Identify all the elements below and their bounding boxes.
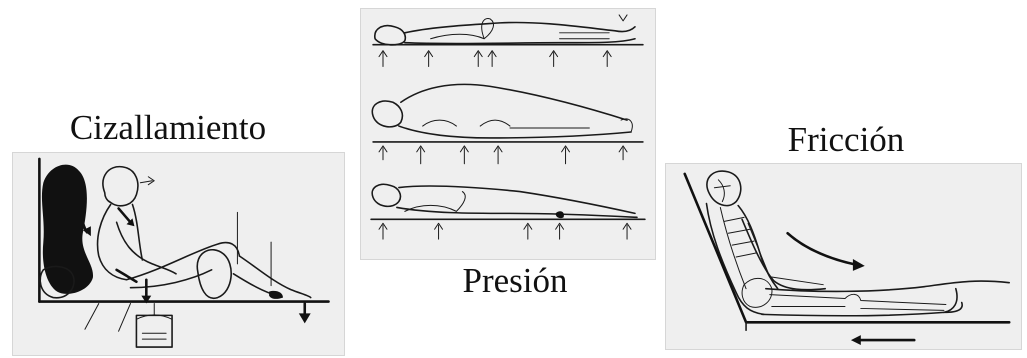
head-arrow	[119, 208, 131, 222]
side-lying-foot	[621, 119, 632, 132]
shear-caption: Cizallamiento	[40, 108, 296, 148]
patient-leg-bottom	[762, 303, 962, 316]
bucket-liquid	[142, 333, 166, 339]
patient-thigh-top	[127, 243, 240, 280]
pelvis	[742, 278, 772, 307]
friction-figure	[666, 164, 1021, 349]
friction-caption: Fricción	[770, 120, 922, 160]
friction-illustration	[665, 163, 1022, 350]
sliding-arrow	[788, 233, 857, 265]
frame-stroke	[119, 304, 131, 332]
patient-back	[98, 204, 127, 279]
pressure-arrows-row-1	[379, 51, 611, 67]
supine-body-top	[405, 22, 635, 32]
side-lying-head	[372, 101, 402, 127]
foot-arrowhead	[299, 313, 311, 323]
frame-stroke	[85, 304, 99, 330]
supine-body-bottom	[405, 39, 635, 44]
side-lying-back	[401, 84, 627, 120]
prone-head	[372, 184, 400, 206]
supine-skeleton	[431, 19, 494, 39]
patient-arm	[117, 222, 176, 273]
sliding-arrowhead	[853, 259, 865, 271]
supine-toe-mark	[619, 15, 627, 21]
leg-bones-lower	[772, 306, 944, 310]
prone-back	[399, 186, 635, 213]
shear-illustration	[12, 152, 345, 356]
supine-shin-bones	[560, 33, 610, 39]
bed-frame-line	[685, 174, 1009, 322]
pressure-arrows-row-2	[379, 146, 627, 164]
pressure-arrows-row-3	[379, 223, 631, 239]
arm-bones	[748, 223, 823, 284]
patient-foot	[944, 289, 957, 313]
prone-arm	[405, 192, 465, 212]
friction-arrowhead	[851, 335, 861, 345]
prone-front	[397, 207, 637, 217]
side-lying-skeleton	[423, 120, 590, 128]
ribs	[724, 217, 756, 257]
pressure-illustration	[360, 8, 656, 260]
supine-head	[375, 26, 406, 45]
prone-knee-contact	[556, 211, 564, 218]
bucket	[136, 315, 172, 347]
skull-outline	[714, 180, 730, 202]
leg-bones	[770, 294, 946, 304]
pressure-figure	[361, 9, 655, 259]
head-motion-arrow	[140, 181, 152, 183]
shear-figure	[13, 153, 344, 355]
patient-head	[103, 167, 138, 206]
pressure-caption: Presión	[446, 261, 584, 301]
heel-contact	[269, 291, 283, 299]
